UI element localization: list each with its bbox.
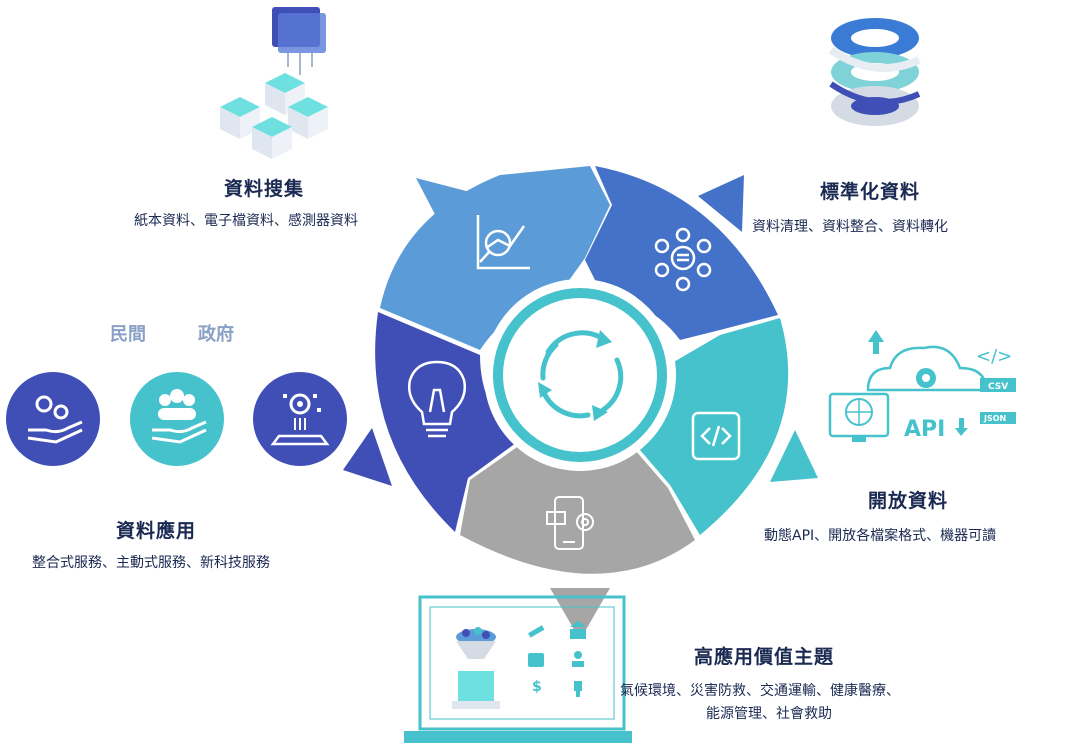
standardization-subtitle: 資料清理、資料整合、資料轉化 <box>752 219 948 235</box>
csv-label: CSV <box>988 382 1008 392</box>
application-title: 資料應用 <box>116 520 197 542</box>
data-cycle-diagram <box>343 166 818 630</box>
api-label: API <box>904 417 945 442</box>
high-value-subtitle-line2: 能源管理、社會救助 <box>706 706 832 722</box>
cycle-arrows-icon <box>538 330 624 421</box>
label-government: 政府 <box>198 324 234 345</box>
server-blocks-illustration <box>220 7 328 159</box>
mobile-gear-icon <box>546 496 594 550</box>
lightbulb-icon <box>408 360 466 438</box>
pointer-left <box>343 428 392 486</box>
hand-people-icon <box>151 389 207 444</box>
hand-gears-icon <box>27 395 83 444</box>
network-hub-icon <box>654 227 712 292</box>
pointer-right <box>770 430 818 482</box>
code-tag-label: </> <box>976 346 1012 367</box>
open-data-subtitle: 動態API、開放各檔案格式、機器可讀 <box>764 528 997 544</box>
segment-bottom[interactable] <box>460 445 695 574</box>
standardization-title: 標準化資料 <box>820 181 921 203</box>
pointer-top-left <box>416 178 470 224</box>
high-value-subtitle-line1: 氣候環境、災害防救、交通運輸、健康醫療、 <box>620 683 900 699</box>
tech-gear-icon <box>270 393 330 446</box>
code-window-icon <box>691 411 741 461</box>
json-label: JSON <box>983 414 1006 423</box>
application-subtitle: 整合式服務、主動式服務、新科技服務 <box>32 555 270 571</box>
segment-top-left[interactable] <box>380 166 610 350</box>
pointer-top-right <box>698 175 744 232</box>
stacked-rings-illustration <box>828 18 921 126</box>
segment-left[interactable] <box>375 312 520 532</box>
api-cloud-illustration: </> CSV JSON API <box>828 330 1016 442</box>
open-data-title: 開放資料 <box>868 490 949 512</box>
service-circle-new-tech <box>253 372 347 466</box>
collection-title: 資料搜集 <box>224 178 305 200</box>
segment-right[interactable] <box>640 318 789 535</box>
label-private: 民間 <box>110 324 146 345</box>
svg-text:$: $ <box>532 679 542 695</box>
high-value-title: 高應用價值主題 <box>694 646 835 668</box>
chart-magnifier-icon <box>476 215 530 270</box>
topic-icons: $ <box>528 621 586 697</box>
service-circle-integrated <box>6 372 100 466</box>
collection-subtitle: 紙本資料、電子檔資料、感測器資料 <box>134 213 358 229</box>
laptop-topics-illustration: $ <box>404 595 632 743</box>
service-circle-proactive <box>130 372 224 466</box>
